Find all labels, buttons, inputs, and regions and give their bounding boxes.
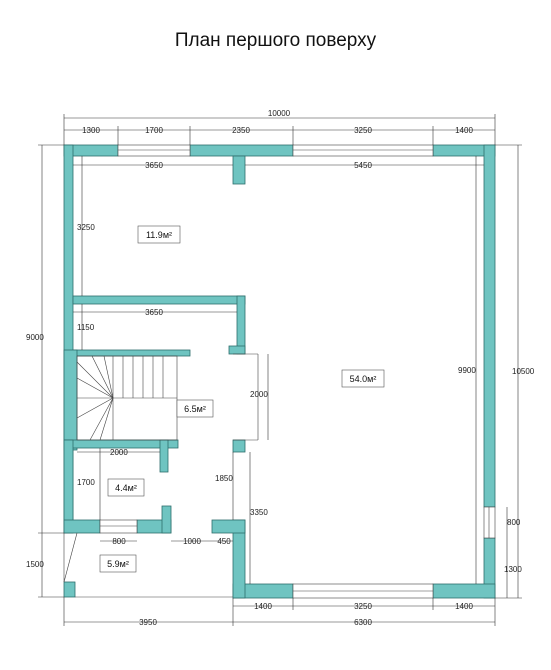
dimension-labels: 10000 1300 1700 2350 3250 1400 3650 5450… xyxy=(26,109,535,627)
dim-inner-lower-right: 3350 xyxy=(250,508,268,517)
dim-bottom-2: 3250 xyxy=(354,602,372,611)
dim-inner-top-left: 3650 xyxy=(145,161,163,170)
room-area-3: 6.5м² xyxy=(184,404,206,414)
wall-interior-upper xyxy=(72,295,246,305)
window-top-1 xyxy=(117,144,191,157)
dim-bottom-window: 800 xyxy=(112,537,126,546)
dim-inner-mid-left: 3650 xyxy=(145,308,163,317)
dim-top-1: 1300 xyxy=(82,126,100,135)
room-area-1: 11.9м² xyxy=(146,230,172,240)
windows xyxy=(99,144,496,599)
wall-bottom-2 xyxy=(432,583,496,599)
wall-lower-left xyxy=(63,439,74,534)
room-labels: 11.9м² 54.0м² 6.5м² 4.4м² 5.9м² xyxy=(99,225,385,573)
wall-stair-left xyxy=(63,349,78,451)
window-right xyxy=(483,506,496,539)
dim-top-3: 2350 xyxy=(232,126,250,135)
room-area-4: 4.4м² xyxy=(115,483,137,493)
wall-stair-top xyxy=(72,349,191,357)
dim-top-total: 10000 xyxy=(268,109,291,118)
dim-corridor: 2000 xyxy=(250,390,268,399)
wall-stair-bottom-stub xyxy=(159,439,169,473)
dimension-lines xyxy=(38,114,522,626)
staircase xyxy=(76,355,178,441)
room-area-2: 54.0м² xyxy=(350,374,377,384)
dim-bottom-3: 1400 xyxy=(455,602,473,611)
walls xyxy=(63,144,496,599)
dim-bottom-1: 1400 xyxy=(254,602,272,611)
dim-right-inner: 9900 xyxy=(458,366,476,375)
wall-center-upper xyxy=(232,155,246,185)
window-top-2 xyxy=(292,144,434,157)
dim-top-4: 3250 xyxy=(354,126,372,135)
wall-center-stub xyxy=(232,439,246,453)
wall-lower-bottom-3 xyxy=(161,505,172,534)
wall-lower-right-stub xyxy=(211,519,246,534)
dim-bottom-1000: 1000 xyxy=(183,537,201,546)
wall-right-upper xyxy=(483,144,496,508)
dim-left-total: 9000 xyxy=(26,333,44,342)
openings xyxy=(63,353,259,598)
room-area-5: 5.9м² xyxy=(107,559,129,569)
dim-bottom-right-total: 6300 xyxy=(354,618,372,627)
dim-right-window: 800 xyxy=(507,518,521,527)
wall-top-2 xyxy=(189,144,294,157)
dim-left-porch: 1500 xyxy=(26,560,44,569)
dim-lower-mid: 1850 xyxy=(215,474,233,483)
dim-inner-top-right: 5450 xyxy=(354,161,372,170)
dim-right-lower: 1300 xyxy=(504,565,522,574)
dim-lower-left: 1700 xyxy=(77,478,95,487)
dim-top-2: 1700 xyxy=(145,126,163,135)
dim-bottom-450: 450 xyxy=(217,537,231,546)
wall-interior-upper-stub xyxy=(228,345,246,355)
dim-left-upper: 3250 xyxy=(77,223,95,232)
wall-lower-bottom-1 xyxy=(63,519,101,534)
dim-right-total: 10500 xyxy=(512,367,535,376)
window-lower-left xyxy=(99,519,138,534)
dim-left-mid: 1150 xyxy=(77,323,95,332)
wall-porch-post xyxy=(63,581,76,598)
plan-title: План першого поверху xyxy=(174,30,377,51)
dim-bottom-left-total: 3950 xyxy=(139,618,157,627)
dim-top-5: 1400 xyxy=(455,126,473,135)
wall-interior-upper-down xyxy=(236,295,246,355)
dim-stair-bottom: 2000 xyxy=(110,448,128,457)
